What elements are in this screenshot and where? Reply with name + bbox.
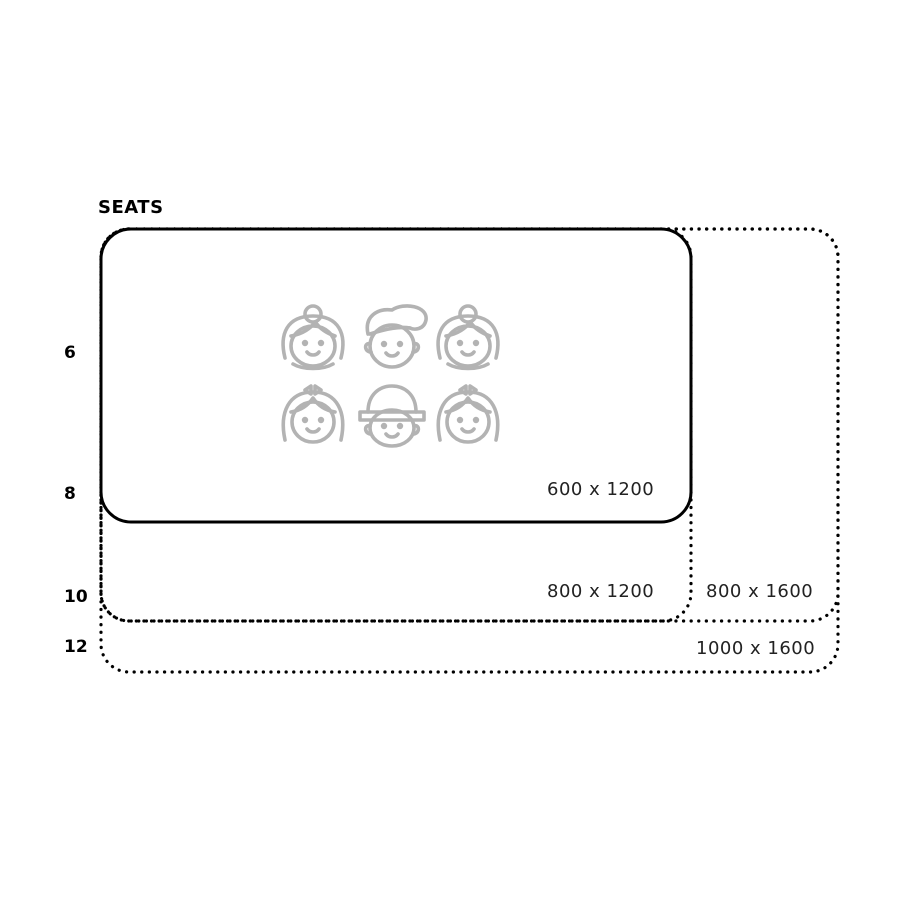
seats-axis-title: SEATS xyxy=(98,197,164,218)
seat-count-8: 8 xyxy=(64,484,76,504)
size-label-1000x1600: 1000 x 1600 xyxy=(696,638,816,659)
size-label-600x1200: 600 x 1200 xyxy=(547,479,655,500)
people-icons xyxy=(281,304,500,448)
boy-cap-face-icon xyxy=(358,384,426,448)
boy-face-icon xyxy=(363,304,428,369)
seat-count-6: 6 xyxy=(64,343,76,363)
size-label-800x1200: 800 x 1200 xyxy=(547,581,655,602)
girl-bow-face-icon xyxy=(436,384,500,444)
seat-count-10: 10 xyxy=(64,587,88,607)
girl-face-icon xyxy=(281,304,345,371)
size-label-800x1600: 800 x 1600 xyxy=(706,581,814,602)
girl-face-icon xyxy=(436,304,500,371)
seat-count-12: 12 xyxy=(64,637,88,657)
table-outline-600x1200 xyxy=(99,227,693,524)
girl-bow-face-icon xyxy=(281,384,345,444)
